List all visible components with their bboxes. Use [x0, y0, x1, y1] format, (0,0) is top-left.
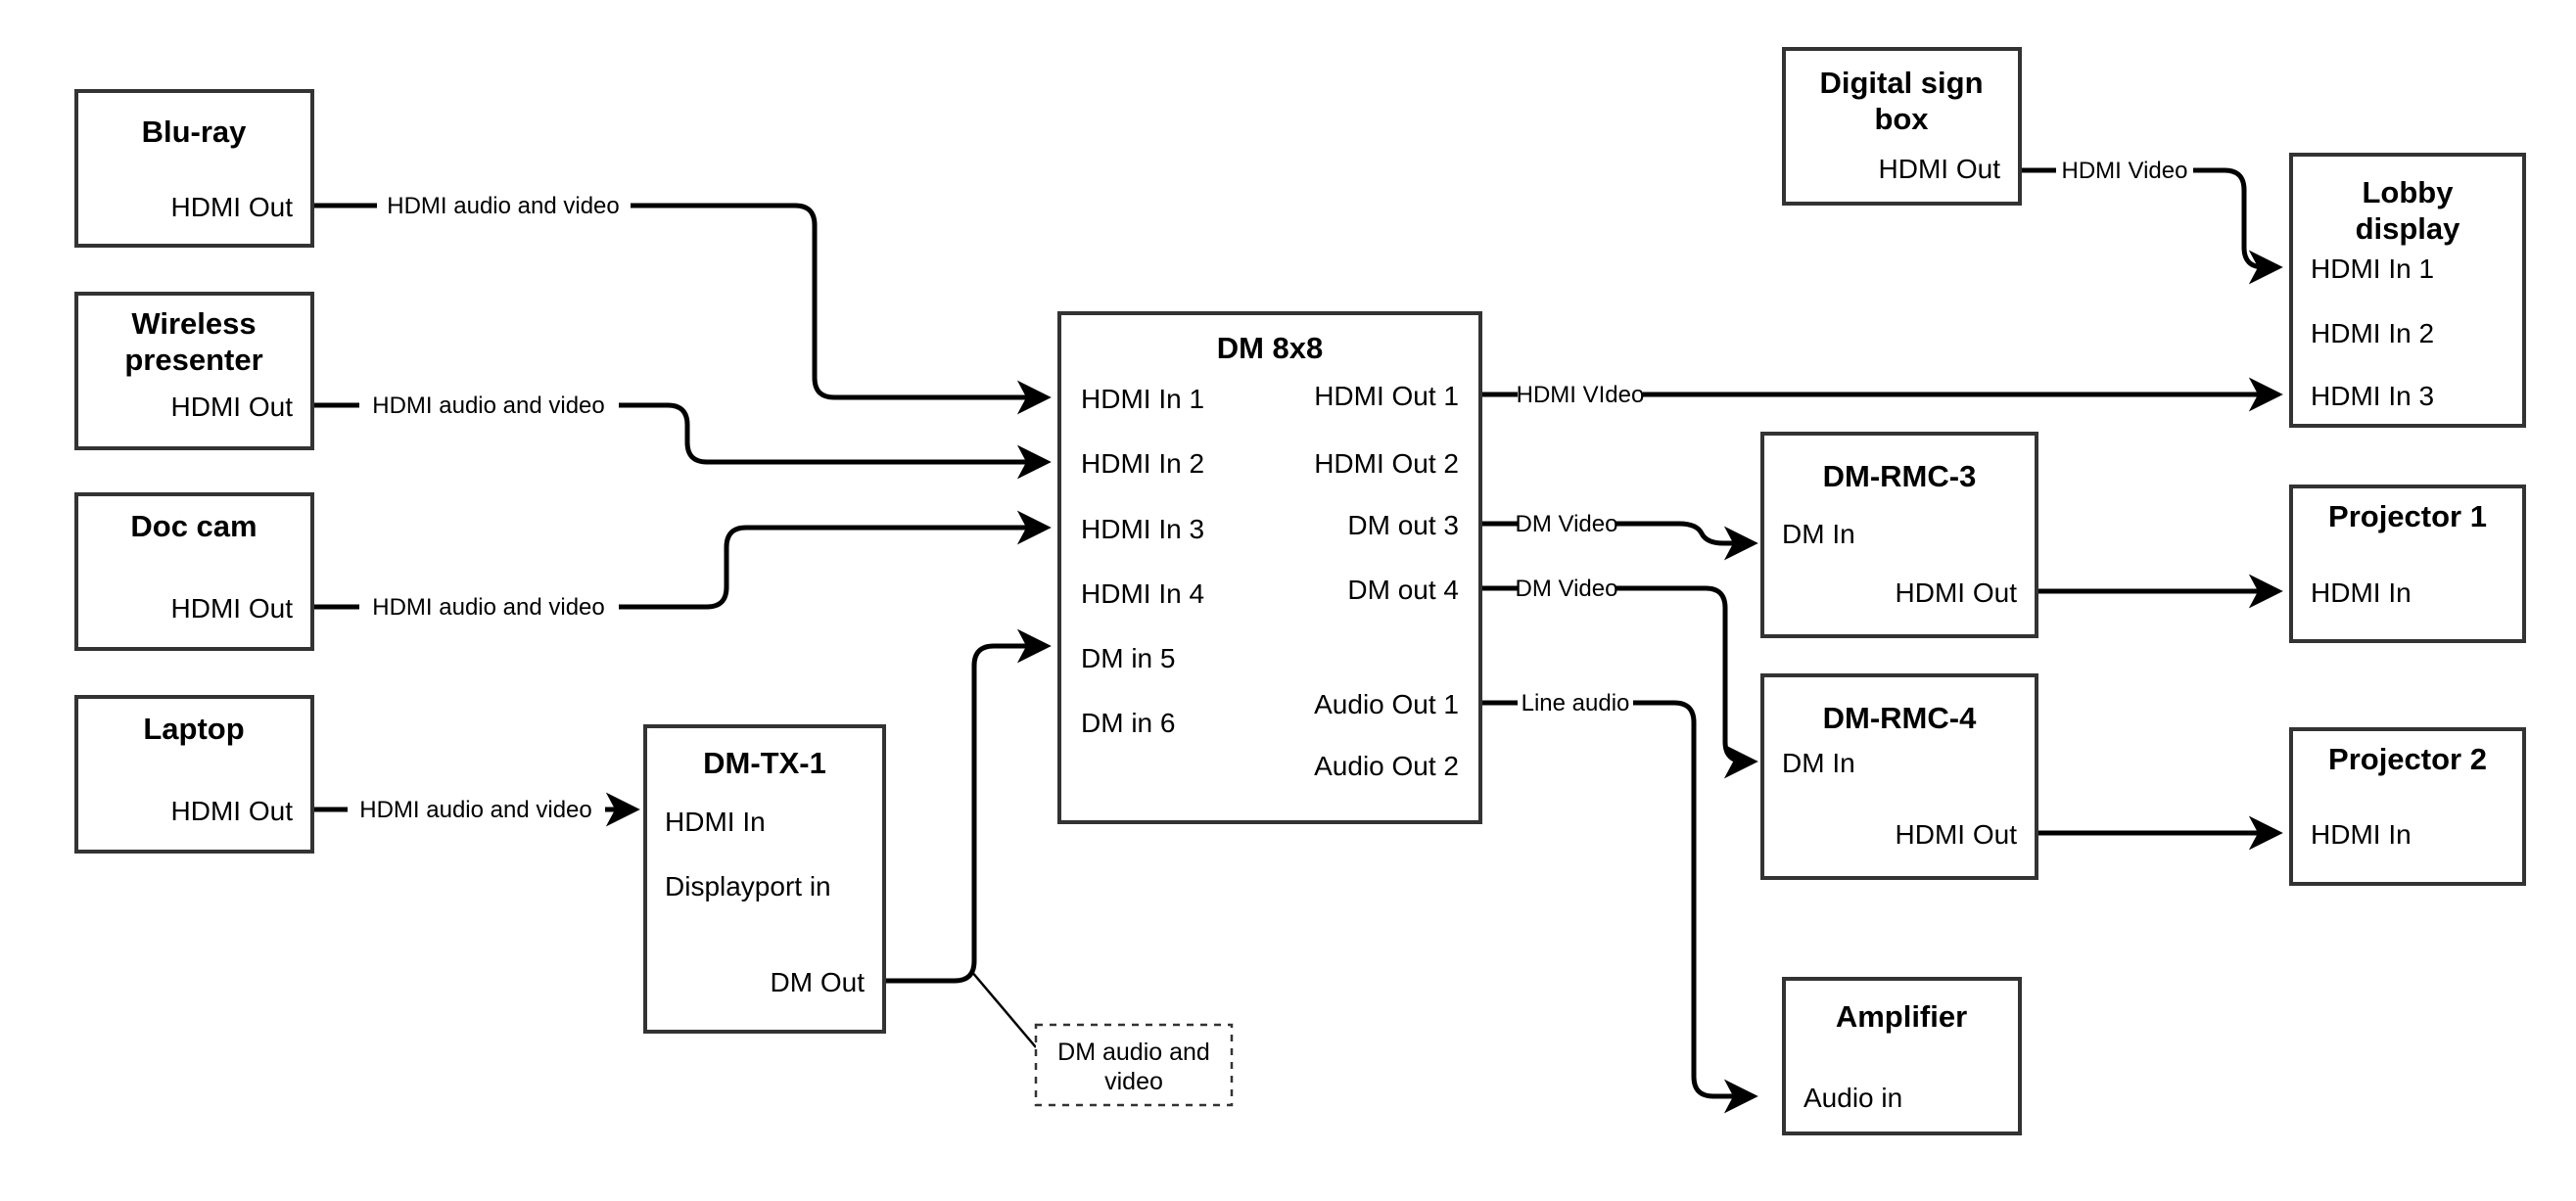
node-projector-1-title: Projector 1: [2328, 499, 2487, 533]
node-dm-tx-1-port-displayport-in: Displayport in: [665, 871, 831, 901]
note-dm-audio-and-video-line2: video: [1104, 1068, 1163, 1095]
wire-wireless-to-dm8x8: [312, 402, 1046, 462]
node-wireless-presenter-port-hdmi-out: HDMI Out: [171, 392, 294, 422]
wire-digitalsign-to-lobby: [2020, 167, 2277, 267]
node-dm-tx-1[interactable]: DM-TX-1 HDMI In Displayport in DM Out: [643, 724, 886, 1034]
node-bluray[interactable]: Blu-ray HDMI Out: [74, 89, 314, 248]
node-dm-rmc-3-port-hdmi-out: HDMI Out: [1896, 577, 2018, 608]
edge-label-dm8x8-to-dmrmc3: DM Video: [1516, 511, 1618, 537]
node-digital-sign-box[interactable]: Digital sign box HDMI Out: [1782, 47, 2022, 206]
edge-label-wireless-to-dm8x8: HDMI audio and video: [372, 393, 604, 419]
edge-label-layer: HDMI audio and video HDMI audio and vide…: [359, 158, 2187, 823]
wire-dm8x8-to-dmrmc4: [1480, 585, 1753, 762]
node-lobby-display-port-hdmi-in-3: HDMI In 3: [2311, 381, 2434, 411]
node-dm-rmc-4-title: DM-RMC-4: [1823, 701, 1977, 735]
note-dm-audio-and-video: DM audio and video: [1034, 1023, 1234, 1107]
node-lobby-display-port-hdmi-in-1: HDMI In 1: [2311, 254, 2434, 284]
node-dm-rmc-4-port-dm-in: DM In: [1782, 748, 1855, 778]
node-dm-rmc-4-port-hdmi-out: HDMI Out: [1896, 819, 2018, 850]
node-dm-tx-1-port-hdmi-in: HDMI In: [665, 807, 766, 837]
node-dm-rmc-3[interactable]: DM-RMC-3 DM In HDMI Out: [1760, 432, 2038, 638]
node-dm-8x8-port-dm-out-3: DM out 3: [1347, 510, 1459, 540]
node-dm-8x8[interactable]: DM 8x8 HDMI In 1 HDMI In 2 HDMI In 3 HDM…: [1057, 311, 1482, 824]
node-bluray-title: Blu-ray: [142, 115, 248, 149]
node-bluray-port-hdmi-out: HDMI Out: [171, 192, 294, 222]
node-wireless-presenter[interactable]: Wireless presenter HDMI Out: [74, 292, 314, 450]
node-wireless-presenter-title-line2: presenter: [124, 343, 262, 377]
leader-dm-audio-video-note: [970, 970, 1037, 1048]
node-dm-tx-1-port-dm-out: DM Out: [771, 967, 866, 997]
edge-label-dm8x8-to-amplifier: Line audio: [1522, 690, 1630, 716]
node-doc-cam-port-hdmi-out: HDMI Out: [171, 593, 294, 624]
node-dm-8x8-port-dm-in-6: DM in 6: [1081, 708, 1175, 738]
wire-dm8x8-to-amplifier: [1480, 700, 1753, 1096]
node-doc-cam[interactable]: Doc cam HDMI Out: [74, 492, 314, 651]
node-projector-2-port-hdmi-in: HDMI In: [2311, 819, 2412, 850]
node-laptop-port-hdmi-out: HDMI Out: [171, 796, 294, 826]
wire-bluray-to-dm8x8: [312, 203, 1046, 397]
edge-label-laptop-to-dmtx1: HDMI audio and video: [359, 797, 591, 823]
wire-layer: [312, 167, 2277, 1096]
edge-label-digitalsign-to-lobby: HDMI Video: [2062, 158, 2188, 184]
node-laptop[interactable]: Laptop HDMI Out: [74, 695, 314, 854]
node-dm-8x8-port-audio-out-2: Audio Out 2: [1314, 751, 1459, 781]
node-digital-sign-box-title-line2: box: [1874, 102, 1929, 136]
node-lobby-display[interactable]: Lobby display HDMI In 1 HDMI In 2 HDMI I…: [2289, 153, 2526, 428]
edge-label-dm8x8-to-lobby: HDMI VIdeo: [1517, 382, 1645, 408]
node-wireless-presenter-title-line1: Wireless: [131, 306, 256, 341]
node-dm-rmc-3-title: DM-RMC-3: [1823, 459, 1977, 493]
node-dm-rmc-3-port-dm-in: DM In: [1782, 519, 1855, 549]
node-dm-8x8-port-hdmi-out-2: HDMI Out 2: [1314, 448, 1459, 479]
node-digital-sign-box-port-hdmi-out: HDMI Out: [1879, 154, 2001, 184]
node-amplifier-title: Amplifier: [1836, 999, 1967, 1034]
node-amplifier-port-audio-in: Audio in: [1803, 1083, 1902, 1113]
node-dm-rmc-4[interactable]: DM-RMC-4 DM In HDMI Out: [1760, 673, 2038, 880]
node-lobby-display-title-line2: display: [2356, 211, 2461, 246]
node-dm-8x8-title: DM 8x8: [1217, 331, 1324, 365]
node-lobby-display-title-line1: Lobby: [2363, 175, 2455, 209]
note-dm-audio-and-video-line1: DM audio and: [1057, 1039, 1210, 1066]
node-dm-tx-1-title: DM-TX-1: [703, 746, 826, 780]
node-dm-8x8-port-dm-out-4: DM out 4: [1347, 575, 1459, 605]
node-lobby-display-port-hdmi-in-2: HDMI In 2: [2311, 318, 2434, 348]
node-dm-8x8-port-hdmi-in-3: HDMI In 3: [1081, 514, 1204, 544]
node-digital-sign-box-title-line1: Digital sign: [1819, 66, 1983, 100]
node-projector-2[interactable]: Projector 2 HDMI In: [2289, 727, 2526, 886]
node-dm-8x8-port-hdmi-in-2: HDMI In 2: [1081, 448, 1204, 479]
node-amplifier[interactable]: Amplifier Audio in: [1782, 977, 2022, 1135]
node-dm-8x8-port-hdmi-out-1: HDMI Out 1: [1314, 381, 1459, 411]
node-dm-8x8-port-audio-out-1: Audio Out 1: [1314, 689, 1459, 719]
node-laptop-title: Laptop: [143, 712, 244, 746]
wire-dmtx1-to-dm8x8: [884, 628, 1052, 984]
node-projector-1[interactable]: Projector 1 HDMI In: [2289, 485, 2526, 643]
node-dm-8x8-port-hdmi-in-1: HDMI In 1: [1081, 384, 1204, 414]
node-projector-2-title: Projector 2: [2328, 742, 2487, 776]
node-dm-8x8-port-dm-in-5: DM in 5: [1081, 643, 1175, 673]
edge-label-dm8x8-to-dmrmc4: DM Video: [1516, 576, 1618, 602]
edge-label-bluray-to-dm8x8: HDMI audio and video: [387, 193, 619, 219]
node-projector-1-port-hdmi-in: HDMI In: [2311, 577, 2412, 608]
wire-doccam-to-dm8x8: [312, 528, 1046, 610]
node-dm-8x8-port-hdmi-in-4: HDMI In 4: [1081, 578, 1204, 609]
wire-dm8x8-to-dmrmc3: [1480, 524, 1753, 543]
node-doc-cam-title: Doc cam: [130, 509, 257, 543]
edge-label-doccam-to-dm8x8: HDMI audio and video: [372, 594, 604, 621]
